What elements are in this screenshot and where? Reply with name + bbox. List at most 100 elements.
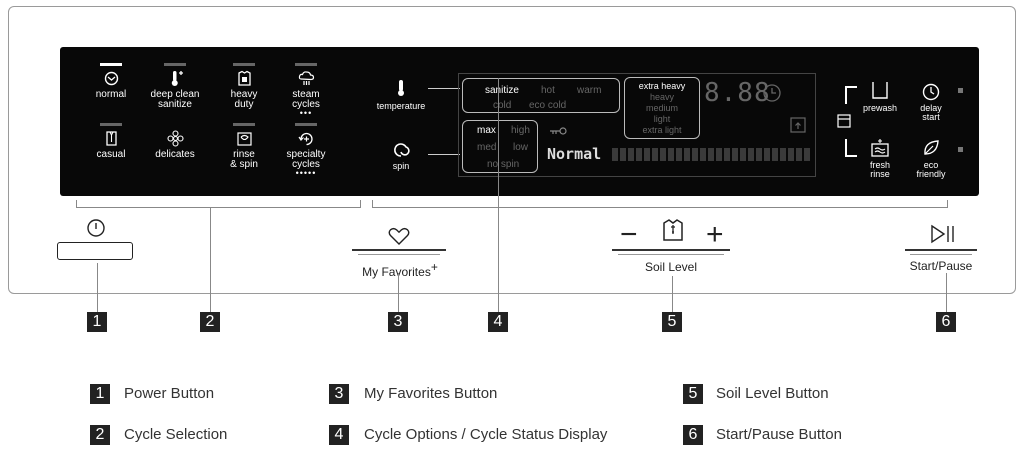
legend-text-3: My Favorites Button <box>364 385 498 402</box>
thermometer-icon <box>391 78 411 98</box>
callout-3: 3 <box>388 312 408 332</box>
spin-med: med <box>477 142 497 153</box>
legend-num-5: 5 <box>683 384 703 404</box>
callout-1: 1 <box>87 312 107 332</box>
power-button[interactable] <box>57 242 133 260</box>
legend-text-6: Start/Pause Button <box>716 426 842 443</box>
callout-6: 6 <box>936 312 956 332</box>
spin-label[interactable]: spin <box>392 161 410 171</box>
temp-warm: warm <box>577 85 602 96</box>
status-dot-matrix <box>612 148 811 161</box>
eco-friendly-button[interactable]: eco friendly <box>916 160 946 179</box>
eco-friendly-indicator <box>958 147 963 152</box>
soil-minus-icon: − <box>620 218 638 251</box>
fresh-rinse-bracket <box>845 139 857 157</box>
delay-start-icon <box>921 81 941 101</box>
cycle-casual[interactable]: casual <box>75 123 147 160</box>
steam-dots: ••• <box>299 108 313 118</box>
cycle-delicates-label: delicates <box>155 149 195 160</box>
cycle-specialty[interactable]: specialty cycles ••••• <box>270 123 342 178</box>
start-pause-button[interactable] <box>905 249 977 251</box>
soil-plus-icon: + <box>706 218 724 251</box>
soil-extra-light: extra light <box>642 125 682 135</box>
cycle-casual-label: casual <box>96 149 126 160</box>
cycle-normal-label: normal <box>95 89 127 100</box>
spin-low: low <box>513 142 529 153</box>
cycle-deep-clean-label: deep clean sanitize <box>150 89 200 110</box>
my-favorites-label: My Favorites+ <box>362 260 438 279</box>
delay-start-indicator <box>958 88 963 93</box>
legend-text-5: Soil Level Button <box>716 385 829 402</box>
temp-sanitize: sanitize <box>485 85 519 96</box>
soil-extra-heavy: extra heavy <box>638 81 686 91</box>
prewash-icon <box>870 81 890 99</box>
child-lock-key-icon <box>548 124 568 136</box>
legend-num-6: 6 <box>683 425 703 445</box>
clock-icon <box>762 83 782 103</box>
callout-4: 4 <box>488 312 508 332</box>
temperature-group <box>462 78 620 113</box>
soil-shirt-icon <box>660 218 686 244</box>
soil-level-label: Soil Level <box>644 260 698 274</box>
legend-text-2: Cycle Selection <box>124 426 228 443</box>
status-text: Normal <box>547 145 602 163</box>
temperature-label[interactable]: temperature <box>376 101 426 111</box>
soil-medium: medium <box>645 103 678 113</box>
prewash-bracket <box>845 86 857 104</box>
legend-text-1: Power Button <box>124 385 215 402</box>
spin-high: high <box>511 125 530 136</box>
options-display-bracket <box>372 207 948 208</box>
delicates-flower-icon <box>139 130 211 147</box>
callout-2: 2 <box>200 312 220 332</box>
rinse-spin-icon <box>208 130 280 147</box>
legend-num-1: 1 <box>90 384 110 404</box>
cycle-rinse-spin-label: rinse & spin <box>230 149 258 170</box>
door-lock-icon <box>790 117 806 133</box>
legend-num-2: 2 <box>90 425 110 445</box>
casual-shirt-icon <box>75 130 147 147</box>
legend-num-4: 4 <box>329 425 349 445</box>
soil-heavy: heavy <box>649 92 675 102</box>
specialty-dots: ••••• <box>295 168 317 178</box>
temp-cold: cold <box>493 100 512 111</box>
fresh-rinse-button[interactable]: fresh rinse <box>869 160 890 179</box>
cycle-heavy-duty-label: heavy duty <box>230 89 258 110</box>
control-display <box>60 47 979 196</box>
thermometer-plus-icon <box>139 70 211 87</box>
cycle-steam-label: steam cycles <box>292 89 320 110</box>
my-favorites-button[interactable] <box>352 249 446 251</box>
cycle-selection-bracket <box>76 207 361 208</box>
play-pause-icon <box>928 224 958 244</box>
cycle-specialty-label: specialty cycles <box>286 149 326 170</box>
temp-eco-cold: eco cold <box>529 100 567 111</box>
eco-friendly-leaf-icon <box>921 138 941 158</box>
soil-group <box>624 77 700 139</box>
cycle-steam-cycles[interactable]: steam cycles ••• <box>270 63 342 118</box>
spin-max: max <box>477 125 496 136</box>
time-digits: 8.88 <box>704 78 771 108</box>
lock-status-icon <box>837 114 851 128</box>
spin-icon <box>391 139 411 159</box>
fresh-rinse-icon <box>870 138 890 158</box>
normal-cycle-icon <box>75 70 147 87</box>
cycle-rinse-spin[interactable]: rinse & spin <box>208 123 280 170</box>
legend-text-4: Cycle Options / Cycle Status Display <box>364 426 608 443</box>
lcd-screen <box>458 73 816 177</box>
legend-num-3: 3 <box>329 384 349 404</box>
soil-level-button[interactable] <box>612 249 730 251</box>
cycle-heavy-duty[interactable]: heavy duty <box>208 63 280 110</box>
spin-group <box>462 120 538 173</box>
cycle-deep-clean-sanitize[interactable]: deep clean sanitize <box>139 63 211 110</box>
soil-light: light <box>653 114 671 124</box>
spin-no-spin: no spin <box>487 159 520 170</box>
start-pause-label: Start/Pause <box>909 259 973 273</box>
heart-icon <box>388 227 410 245</box>
cycle-normal[interactable]: normal <box>75 63 147 100</box>
cycle-delicates[interactable]: delicates <box>139 123 211 160</box>
prewash-button[interactable]: prewash <box>862 103 898 113</box>
delay-start-button[interactable]: delay start <box>920 103 942 122</box>
steam-cloud-icon <box>270 70 342 87</box>
callout-5: 5 <box>662 312 682 332</box>
temp-hot: hot <box>541 85 555 96</box>
specialty-cycles-icon <box>270 130 342 147</box>
